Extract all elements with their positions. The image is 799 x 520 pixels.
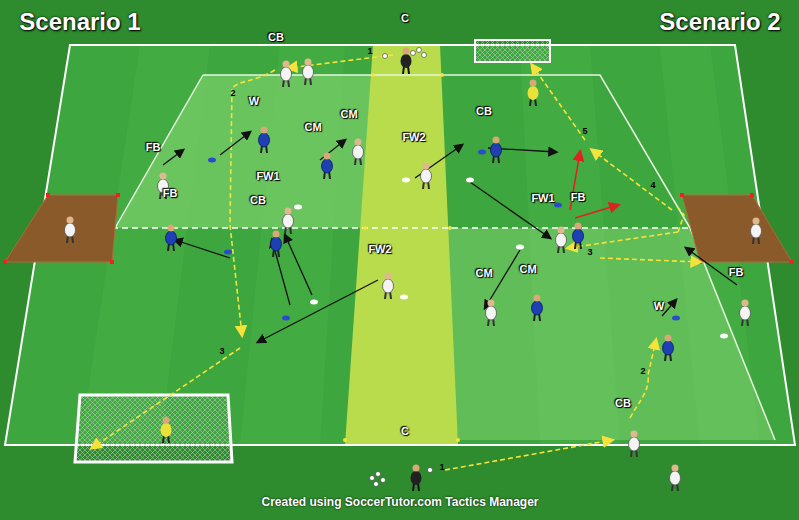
scenario-title: Scenario 1	[19, 9, 140, 35]
player-label: CB	[250, 194, 266, 206]
player-label: CM	[340, 108, 357, 120]
player-label: FW2	[402, 131, 425, 143]
player-label: CM	[475, 267, 492, 279]
player-label: CM	[519, 263, 536, 275]
watermark: Created using SoccerTutor.com Tactics Ma…	[262, 496, 539, 509]
coach-label: C	[401, 12, 409, 24]
callout-number: 2	[230, 89, 235, 99]
scenario-title: Scenario 2	[659, 9, 780, 35]
player-label: CM	[304, 121, 321, 133]
player-label: CB	[268, 31, 284, 43]
player-label: FB	[571, 191, 586, 203]
player-label: FB	[163, 187, 178, 199]
player-label: W	[654, 300, 664, 312]
player-label: W	[249, 95, 259, 107]
callout-number: 3	[587, 248, 592, 258]
player-label: FB	[729, 266, 744, 278]
player-label: CB	[615, 397, 631, 409]
callout-number: 4	[650, 181, 655, 191]
player-label: FW2	[368, 243, 391, 255]
player-label: FW1	[256, 170, 279, 182]
player-label: CB	[476, 105, 492, 117]
coach-label: C	[401, 425, 409, 437]
player-label: FB	[146, 141, 161, 153]
callout-number: 5	[582, 127, 587, 137]
callout-number: 1	[367, 47, 372, 57]
callout-number: 2	[640, 367, 645, 377]
callout-number: 1	[439, 463, 444, 473]
callout-number: 3	[219, 347, 224, 357]
player-label: FW1	[531, 192, 554, 204]
